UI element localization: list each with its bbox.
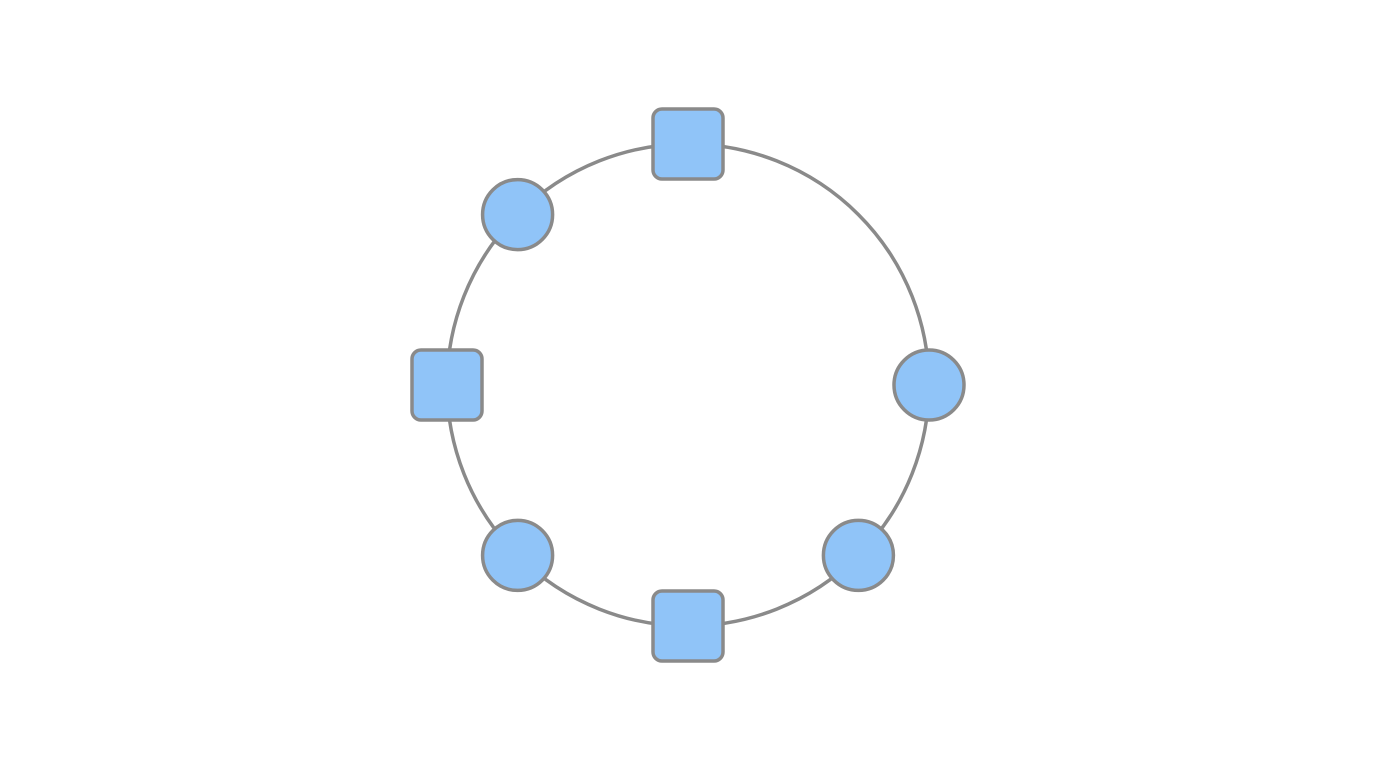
- node-circle-lower-left: [480, 518, 555, 593]
- node-square-left: [410, 348, 484, 422]
- node-circle-right: [892, 348, 966, 422]
- node-square-bottom: [651, 589, 725, 663]
- node-circle-upper-left: [480, 177, 555, 252]
- nodes-group: [410, 107, 966, 663]
- node-circle-lower-right: [821, 518, 896, 593]
- node-square-top: [651, 107, 725, 181]
